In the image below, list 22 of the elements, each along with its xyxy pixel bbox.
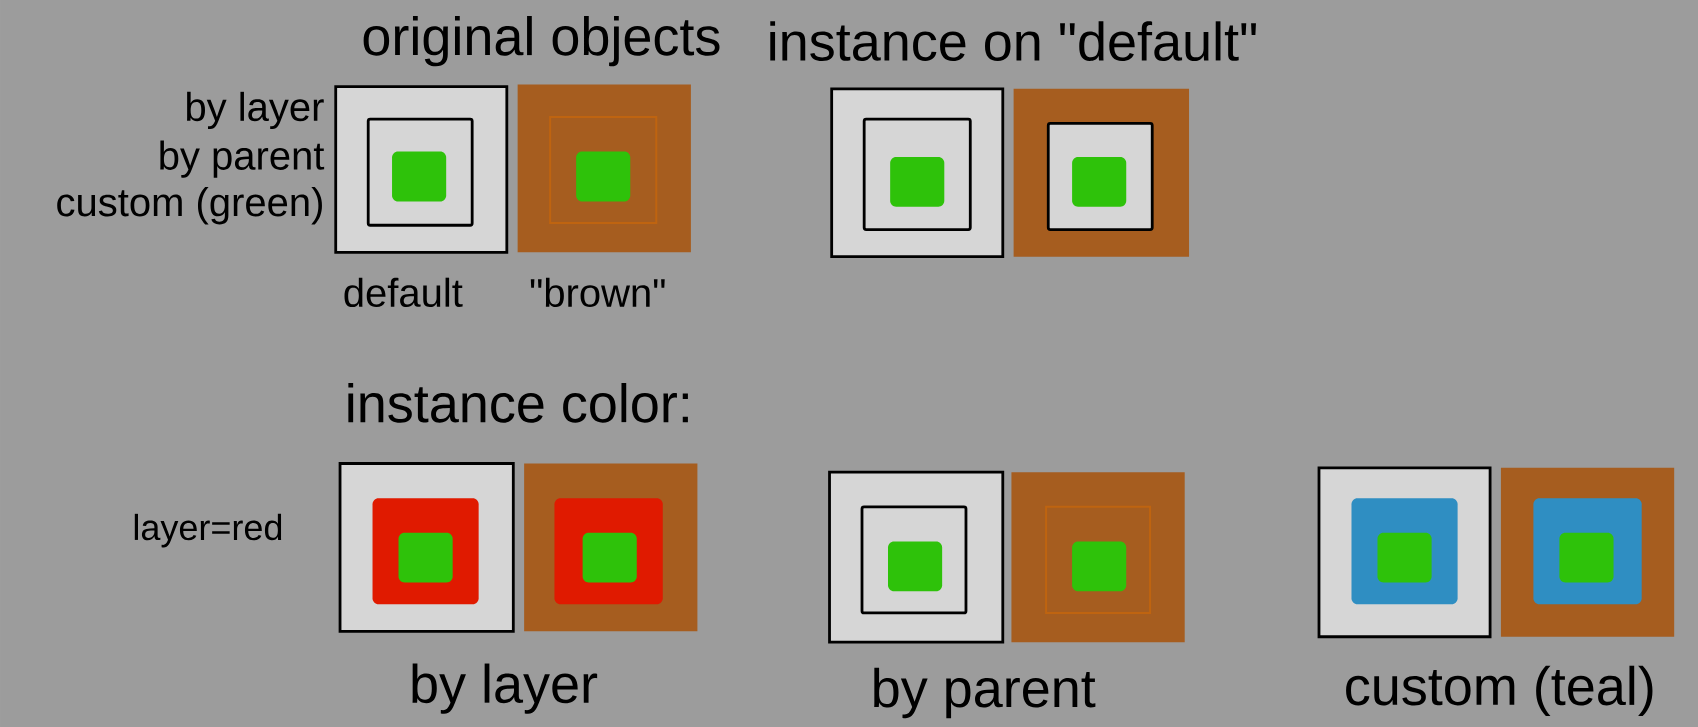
inner-square <box>398 532 453 583</box>
inner-square <box>1377 532 1432 583</box>
row-label: by parent <box>160 140 325 178</box>
heading: original objects <box>363 15 720 67</box>
inner-square <box>1072 541 1127 592</box>
inner-square <box>582 532 637 583</box>
inner-square <box>1559 532 1614 583</box>
inner-square <box>576 151 631 202</box>
heading: instance on "default" <box>770 21 1256 61</box>
column-label: default <box>344 277 463 308</box>
row-label: layer=red <box>134 513 282 548</box>
inner-square <box>392 151 447 202</box>
caption: by parent <box>874 667 1096 719</box>
inner-square <box>890 157 945 207</box>
row-label: custom (green) <box>57 187 322 225</box>
caption: by layer <box>412 663 598 714</box>
inner-square <box>888 541 943 592</box>
inner-square <box>1072 157 1127 207</box>
row-label: by layer <box>187 91 324 130</box>
heading: instance color: <box>348 383 688 423</box>
column-label: "brown" <box>530 277 665 308</box>
caption: custom (teal) <box>1346 665 1653 717</box>
